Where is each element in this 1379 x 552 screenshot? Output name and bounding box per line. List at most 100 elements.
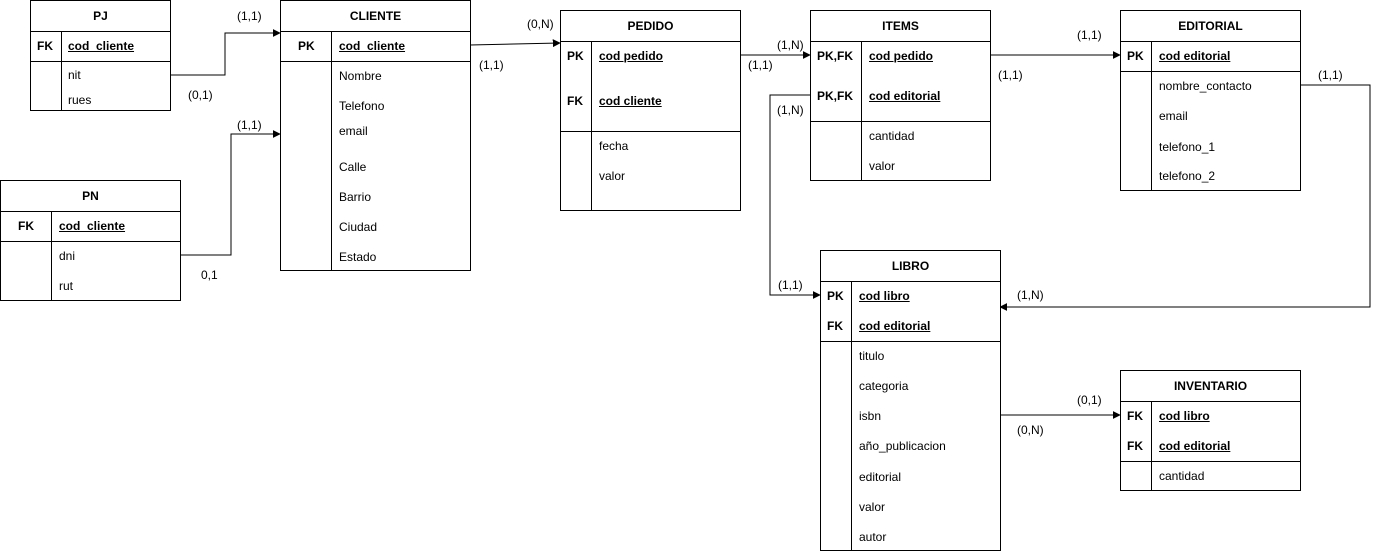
key-label: FK: [567, 94, 583, 108]
attribute: Telefono: [339, 99, 385, 113]
cardinality-label: (1,N): [777, 38, 804, 52]
key-label: PK: [567, 49, 584, 63]
divider: [331, 31, 332, 270]
cardinality-label: (1,1): [748, 58, 773, 72]
entity-editorial[interactable]: EDITORIAL PK cod editorial nombre_contac…: [1120, 10, 1301, 191]
key-attribute: cod pedido: [599, 49, 663, 63]
key-label: PK,FK: [817, 89, 853, 103]
cardinality-label: (1,N): [1017, 288, 1044, 302]
divider: [561, 131, 740, 132]
attribute: autor: [859, 530, 887, 544]
divider: [51, 211, 52, 300]
divider: [811, 41, 990, 42]
edge-pn-cliente: [180, 130, 281, 256]
cardinality-label: (0,N): [1017, 423, 1044, 437]
attribute: nombre_contacto: [1159, 79, 1252, 93]
attribute: Nombre: [339, 69, 382, 83]
entity-title: ITEMS: [882, 19, 919, 33]
attribute: año_publicacion: [859, 439, 946, 453]
divider: [1121, 401, 1300, 402]
entity-pedido[interactable]: PEDIDO PK cod pedido FK cod cliente fech…: [560, 10, 741, 211]
attribute: email: [339, 124, 368, 138]
entity-libro[interactable]: LIBRO PK cod libro FK cod editorial titu…: [820, 250, 1001, 551]
divider: [281, 31, 470, 32]
attribute: valor: [599, 169, 626, 183]
cardinality-label: (0,N): [527, 17, 554, 31]
key-label: FK: [37, 39, 53, 53]
divider: [821, 341, 1000, 342]
entity-pn[interactable]: PN FK cod_cliente dni rut: [0, 180, 181, 301]
attribute: rues: [68, 93, 92, 107]
edge-pj-cliente: [170, 29, 281, 76]
key-attribute: cod libro: [859, 289, 910, 303]
edge-editorial-libro: [999, 84, 1371, 311]
attribute: cantidad: [1159, 469, 1205, 483]
key-label: PK: [827, 289, 844, 303]
cardinality-label: (0,1): [188, 88, 213, 102]
divider: [31, 61, 170, 62]
divider: [1, 211, 180, 212]
attribute: nit: [68, 68, 81, 82]
divider: [811, 121, 990, 122]
attribute: telefono_2: [1159, 169, 1216, 183]
divider: [1151, 41, 1152, 190]
cardinality-label: (1,1): [998, 68, 1023, 82]
entity-items[interactable]: ITEMS PK,FK cod pedido PK,FK cod editori…: [810, 10, 991, 181]
cardinality-label: (1,1): [778, 278, 803, 292]
key-attribute: cod cliente: [599, 94, 662, 108]
attribute: dni: [59, 249, 76, 263]
key-attribute: cod_cliente: [339, 39, 406, 53]
edge-items-libro: [769, 94, 821, 299]
key-attribute: cod libro: [1159, 409, 1210, 423]
attribute: telefono_1: [1159, 140, 1216, 154]
divider: [851, 281, 852, 550]
divider: [61, 31, 62, 110]
attribute: fecha: [599, 139, 629, 153]
divider: [1121, 41, 1300, 42]
attribute: cantidad: [869, 129, 915, 143]
entity-title: PN: [82, 189, 99, 203]
cardinality-label: (1,1): [1318, 68, 1343, 82]
attribute: rut: [59, 279, 74, 293]
divider: [591, 41, 592, 210]
attribute: Estado: [339, 250, 377, 264]
attribute: email: [1159, 109, 1188, 123]
attribute: titulo: [859, 349, 885, 363]
divider: [281, 61, 470, 62]
divider: [1, 241, 180, 242]
key-label: FK: [1127, 409, 1143, 423]
entity-title: LIBRO: [891, 259, 930, 273]
attribute: editorial: [859, 470, 902, 484]
cardinality-label: (1,1): [479, 58, 504, 72]
attribute: Ciudad: [339, 220, 378, 234]
cardinality-label: (1,1): [237, 118, 262, 132]
attribute: valor: [869, 159, 896, 173]
key-attribute: cod editorial: [859, 319, 931, 333]
cardinality-label: (1,1): [1077, 28, 1102, 42]
entity-inventario[interactable]: INVENTARIO FK cod libro FK cod editorial…: [1120, 370, 1301, 491]
edge-cliente-pedido: [469, 39, 561, 48]
entity-title: PEDIDO: [627, 19, 674, 33]
divider: [1121, 461, 1300, 462]
cardinality-label: 0,1: [201, 268, 218, 282]
entity-title: CLIENTE: [349, 9, 402, 23]
divider: [1121, 71, 1300, 72]
entity-title: INVENTARIO: [1173, 379, 1248, 393]
cardinality-label: (0,1): [1077, 393, 1102, 407]
key-attribute: cod pedido: [869, 49, 933, 63]
key-label: FK: [18, 219, 34, 233]
entity-pj[interactable]: PJ FK cod_cliente nit rues: [30, 0, 171, 111]
key-label: FK: [1127, 439, 1143, 453]
key-label: PK,FK: [817, 49, 853, 63]
entity-cliente[interactable]: CLIENTE PK cod_cliente Nombre Telefono e…: [280, 0, 471, 271]
entity-title: EDITORIAL: [1178, 19, 1243, 33]
divider: [821, 281, 1000, 282]
key-label: PK: [1127, 49, 1144, 63]
key-attribute: cod_cliente: [68, 39, 135, 53]
key-attribute: cod editorial: [1159, 49, 1231, 63]
divider: [31, 31, 170, 32]
key-label: FK: [827, 319, 843, 333]
attribute: categoria: [859, 379, 909, 393]
attribute: valor: [859, 500, 886, 514]
